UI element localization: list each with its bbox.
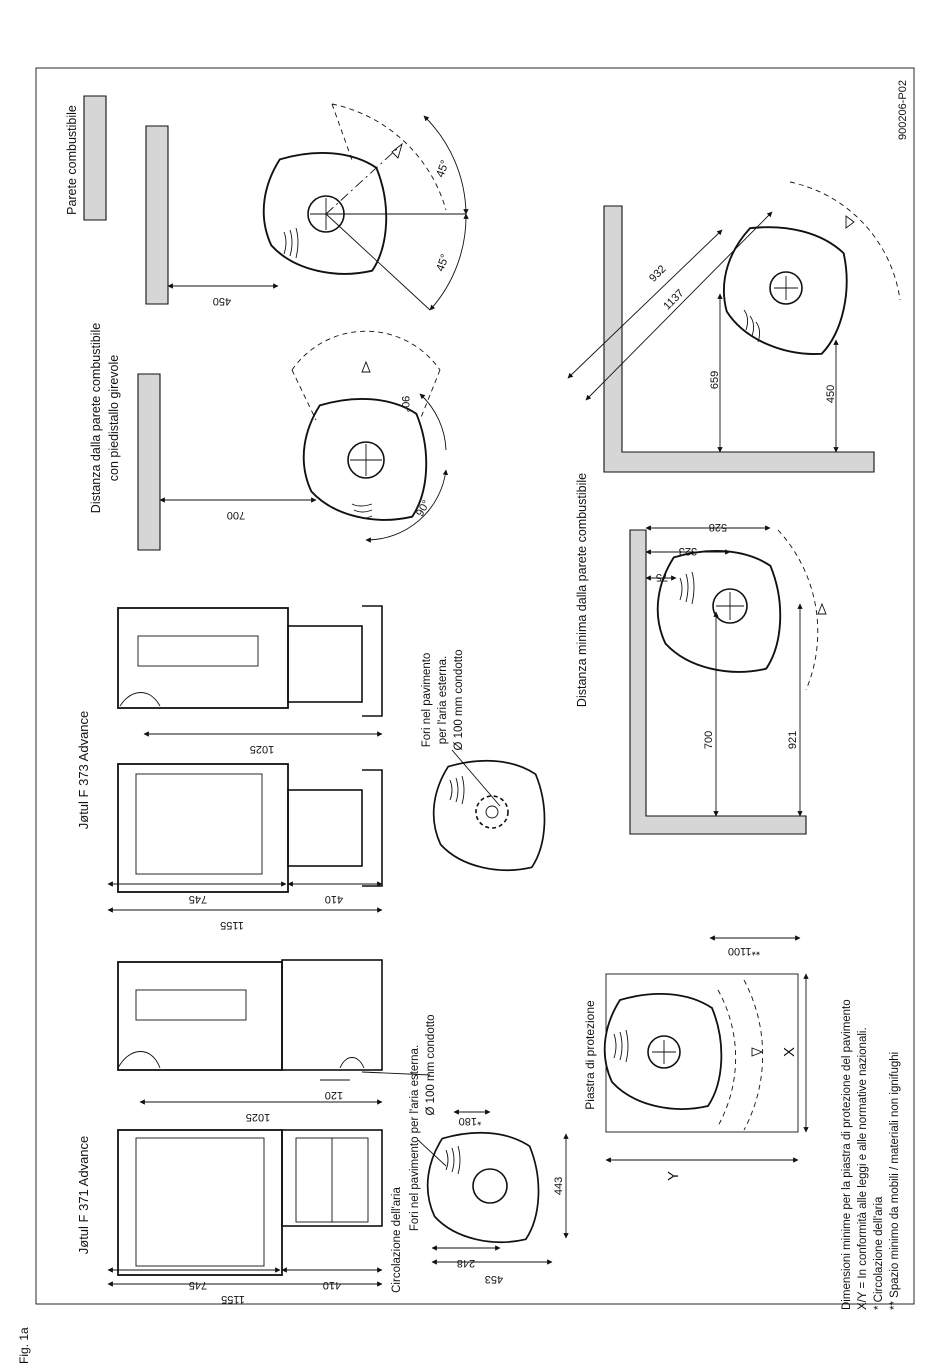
dim-745: 745 bbox=[189, 1279, 207, 1291]
angle-45-b: 45° bbox=[435, 253, 452, 273]
note-line-4: ** Spazio minimo da mobili / materiali n… bbox=[889, 1052, 901, 1310]
f373-side-elevation bbox=[117, 605, 383, 737]
f373-plan-view bbox=[432, 749, 546, 872]
label-fori-373-line3: Ø 100 mm condotto bbox=[453, 650, 465, 751]
label-distanza-girevole-line2: con piedistallo girevole bbox=[107, 355, 121, 482]
label-fori-371-line1: Fori nel pavimento per l'aria esterna. bbox=[409, 1045, 421, 1231]
dim-180: *180 bbox=[459, 1115, 482, 1127]
f371-plan-view bbox=[426, 1109, 569, 1265]
label-circolazione: Circolazione dell'aria bbox=[391, 1187, 403, 1293]
dim-1137: 1137 bbox=[661, 287, 686, 312]
label-piastra: Piastra di protezione bbox=[583, 1000, 597, 1110]
dim-700: 700 bbox=[703, 731, 715, 749]
label-fori-373-line1: Fori nel pavimento bbox=[421, 653, 433, 748]
label-fori-371-line2: Ø 100 mm condotto bbox=[425, 1015, 437, 1116]
dim-700-swivel: 700 bbox=[227, 509, 245, 521]
dim-248: 248 bbox=[457, 1257, 475, 1269]
dim-120: 120 bbox=[325, 1089, 343, 1101]
dim-1155: 1155 bbox=[221, 1293, 245, 1305]
dim-1155-f373: 1155 bbox=[220, 919, 244, 931]
dim-410: 410 bbox=[323, 1279, 341, 1291]
label-distanza-girevole-line1: Distanza dalla parete combustibile bbox=[89, 323, 103, 513]
dim-932: 932 bbox=[647, 263, 668, 284]
dim-443: 443 bbox=[553, 1177, 565, 1195]
dim-659: 659 bbox=[709, 371, 721, 389]
swivel-45-diagram bbox=[83, 95, 469, 311]
note-line-3: * Circolazione dell'aria bbox=[873, 1196, 885, 1310]
label-axis-y: Y bbox=[665, 1171, 682, 1181]
label-parete-combustibile: Parete combustibile bbox=[65, 105, 79, 215]
angle-45-a: 45° bbox=[435, 159, 452, 179]
dim-1025-f373: 1025 bbox=[250, 743, 274, 755]
label-distanza-minima: Distanza minima dalla parete combustibil… bbox=[575, 473, 589, 707]
dim-75: 75 bbox=[656, 571, 668, 583]
dim-323: 323 bbox=[679, 545, 697, 557]
model-f371-title: Jøtul F 371 Advance bbox=[76, 1136, 91, 1255]
f371-side-elevation bbox=[117, 959, 383, 1105]
corner-wall-diagram bbox=[567, 181, 901, 473]
swivel-90-diagram bbox=[137, 330, 449, 551]
angle-90-a: 90° bbox=[399, 396, 411, 413]
fig-label: Fig. 1a bbox=[17, 1327, 31, 1364]
f371-front-elevation bbox=[107, 1129, 383, 1287]
model-f373-title: Jøtul F 373 Advance bbox=[76, 711, 91, 830]
piastra-protection-plate bbox=[603, 935, 809, 1163]
note-line-1: Dimensioni minime per la piastra di prot… bbox=[841, 999, 853, 1310]
label-fori-373-line2: per l'aria esterna. bbox=[437, 656, 449, 745]
dim-745-f373: 745 bbox=[189, 893, 207, 905]
dim-1100: **1100 bbox=[728, 945, 760, 957]
note-line-2: X/Y = In conformità alle leggi e alle no… bbox=[857, 1027, 869, 1310]
distanza-minima-diagram bbox=[629, 525, 827, 835]
dim-1025-f371: 1025 bbox=[246, 1111, 270, 1123]
dim-921: 921 bbox=[787, 731, 799, 749]
label-axis-x: X bbox=[781, 1047, 798, 1057]
page-frame bbox=[35, 67, 915, 1305]
dim-410-f373: 410 bbox=[325, 893, 343, 905]
drawing-code: 900206-P02 bbox=[897, 80, 909, 140]
f373-front-elevation bbox=[107, 763, 383, 913]
dim-450-corner: 450 bbox=[825, 385, 837, 403]
dim-528: 528 bbox=[709, 521, 727, 533]
dim-453: 453 bbox=[485, 1273, 503, 1285]
dim-450: 450 bbox=[213, 295, 231, 307]
